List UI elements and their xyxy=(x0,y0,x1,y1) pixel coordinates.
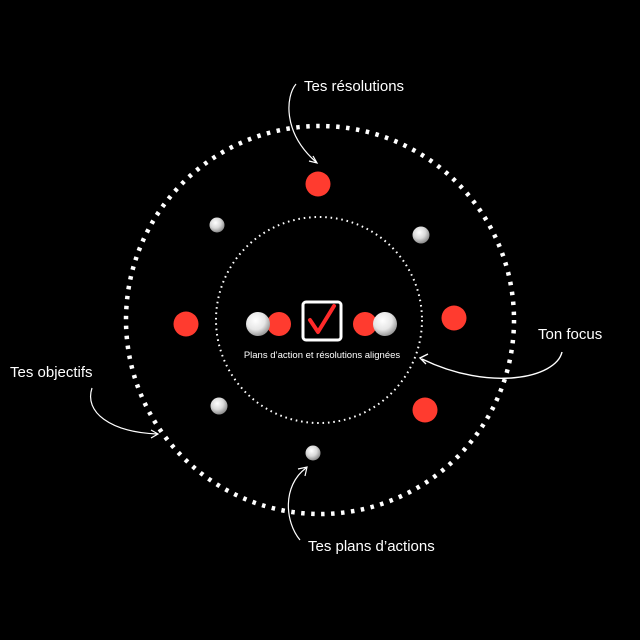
aligned-resolution-dot xyxy=(267,312,291,336)
checkmark-icon xyxy=(301,300,343,342)
resolution-dot xyxy=(305,171,331,197)
action-dot xyxy=(209,217,225,233)
resolutions-label: Tes résolutions xyxy=(304,78,404,95)
action-dot xyxy=(305,445,321,461)
action-plans-arrow xyxy=(287,466,308,541)
aligned-resolution-dot xyxy=(353,312,377,336)
resolutions-arrow xyxy=(288,83,319,164)
focus-arrow xyxy=(418,351,563,379)
action-plans-label: Tes plans d’actions xyxy=(308,538,435,555)
resolution-dot xyxy=(173,311,199,337)
focus-label: Ton focus xyxy=(538,326,602,343)
resolution-dot xyxy=(412,397,438,423)
aligned-action-dot xyxy=(246,312,270,336)
objectives-arrow xyxy=(90,387,160,439)
action-dot xyxy=(412,226,430,244)
center-caption: Plans d’action et résolutions alignées xyxy=(244,350,401,361)
resolution-dot xyxy=(441,305,467,331)
action-dot xyxy=(210,397,228,415)
focus-ring xyxy=(215,216,423,424)
objectives-ring xyxy=(123,123,517,517)
objectives-label: Tes objectifs xyxy=(10,364,93,381)
aligned-action-dot xyxy=(373,312,397,336)
